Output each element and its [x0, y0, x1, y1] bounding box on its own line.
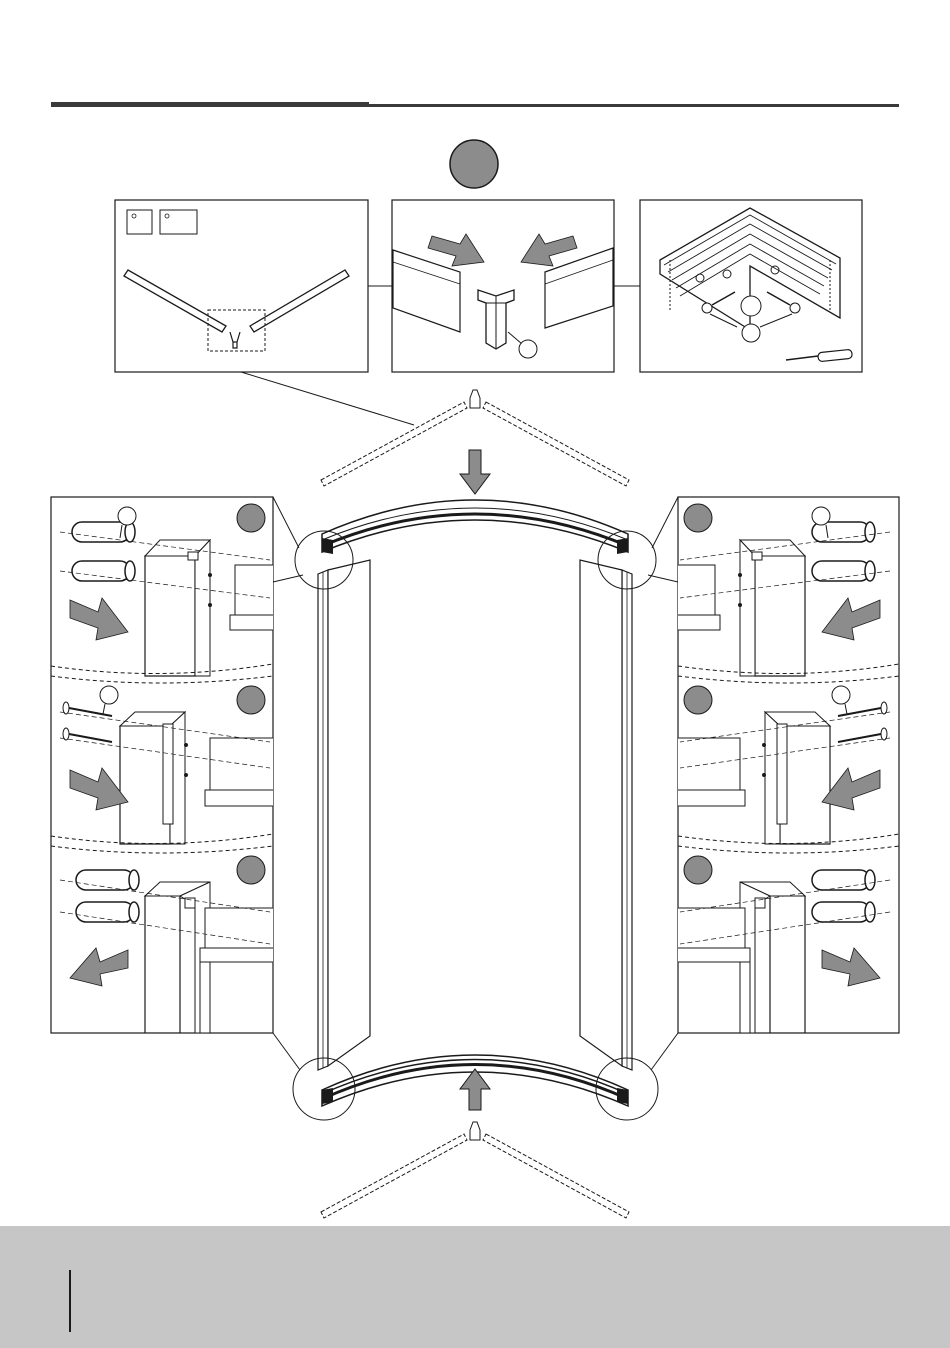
wall-plug-icon	[812, 902, 875, 922]
wall-plug-icon	[812, 870, 875, 890]
step-marker-small	[237, 686, 265, 714]
step-marker-small	[237, 856, 265, 884]
corner-connector-panel	[392, 200, 614, 372]
callout-circle	[812, 507, 830, 525]
wall-plug-icon	[812, 561, 875, 581]
right-detail-panel	[675, 497, 899, 1033]
arrow-down-icon	[460, 450, 490, 494]
callout-circle	[519, 340, 537, 358]
callout-circle	[100, 686, 118, 704]
left-detail-panel	[51, 497, 275, 1033]
shower-frame	[318, 500, 632, 1106]
callout-circle	[741, 296, 761, 316]
callout-circle	[118, 507, 136, 525]
step-number-marker	[450, 140, 498, 188]
screw-fixing-panel	[640, 200, 862, 372]
arrow-up-icon	[460, 1069, 490, 1110]
kit-overview-panel	[115, 200, 368, 372]
step-marker-small	[237, 504, 265, 532]
footer-bar	[0, 1226, 950, 1348]
parts-box-icon	[127, 210, 152, 234]
callout-circle	[832, 686, 850, 704]
parts-box-icon	[160, 210, 197, 234]
header-rule	[51, 102, 899, 107]
wall-plug-icon	[72, 561, 135, 581]
footer-divider	[69, 1270, 71, 1332]
step-marker-small	[684, 686, 712, 714]
callout-circle	[742, 324, 760, 342]
step-marker-small	[684, 504, 712, 532]
bottom-rails-dashed	[321, 1122, 629, 1218]
step-marker-small	[684, 856, 712, 884]
